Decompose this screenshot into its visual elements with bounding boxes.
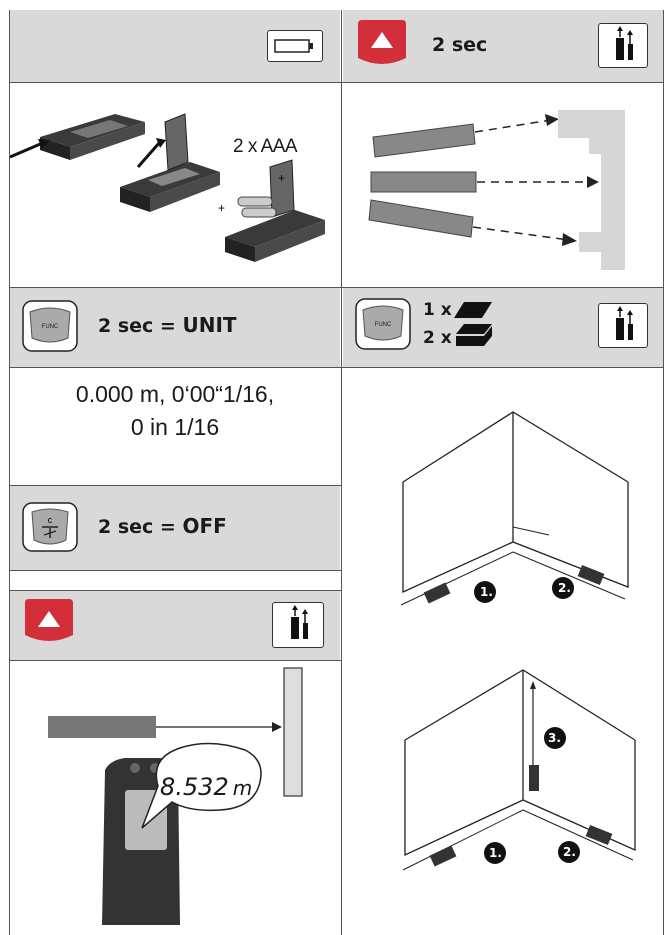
- unit-formats: 0.000 m, 0‘00“1/16, 0 in 1/16: [10, 378, 340, 444]
- single-plane-icon: [452, 298, 498, 326]
- reading-unit: m: [232, 776, 253, 800]
- reference-duration: 2 sec: [432, 34, 488, 56]
- left-frame: [9, 10, 10, 935]
- svg-text:c: c: [48, 515, 53, 525]
- unit-instruction: 2 sec = UNIT: [98, 313, 237, 337]
- svg-text:+: +: [278, 171, 285, 185]
- clear-off-key-icon: c: [22, 502, 78, 552]
- red-triangle-button-icon: [355, 18, 409, 68]
- column-divider: [341, 10, 342, 935]
- row-divider: [9, 82, 664, 83]
- reference-illustration: [343, 82, 663, 287]
- func-press-once: 1 x: [423, 300, 452, 320]
- battery-illustration: + +: [10, 82, 340, 287]
- battery-type-label: 2 x AAA: [233, 136, 298, 157]
- svg-text:FUNC: FUNC: [375, 322, 392, 328]
- off-instruction: 2 sec = OFF: [98, 514, 227, 538]
- volume-marker-2: 2.: [563, 845, 576, 859]
- reading-value: 8.532: [160, 773, 229, 801]
- stacked-planes-icon: [452, 322, 498, 352]
- unit-formats-line-1: 0.000 m, 0‘00“1/16,: [75, 381, 275, 407]
- red-triangle-button-icon: [22, 597, 76, 645]
- row-divider: [9, 287, 664, 288]
- unit-action: UNIT: [182, 313, 237, 337]
- device-orientation-icon: [598, 23, 648, 68]
- row-divider: [9, 485, 341, 486]
- measure-illustration: [10, 660, 340, 935]
- row-divider: [9, 570, 341, 571]
- func-key-icon: FUNC: [355, 298, 411, 350]
- device-orientation-icon: [598, 303, 648, 348]
- volume-marker-3: 3.: [548, 731, 561, 745]
- unit-duration: 2 sec: [98, 315, 154, 337]
- battery-icon: [267, 30, 323, 62]
- func-key-icon: FUNC: [22, 300, 78, 352]
- row-divider: [9, 660, 341, 661]
- unit-equals: =: [159, 315, 176, 337]
- row-divider: [9, 367, 664, 368]
- off-equals: =: [159, 516, 176, 538]
- svg-text:+: +: [218, 201, 225, 215]
- off-action: OFF: [182, 514, 227, 538]
- off-duration: 2 sec: [98, 516, 154, 538]
- area-room-illustration: [343, 367, 663, 627]
- right-frame: [663, 10, 664, 935]
- svg-text:FUNC: FUNC: [42, 324, 59, 330]
- unit-formats-line-2: 0 in 1/16: [130, 414, 220, 440]
- volume-room-illustration: [343, 655, 663, 935]
- volume-marker-1: 1.: [489, 846, 502, 860]
- func-press-twice: 2 x: [423, 328, 452, 348]
- device-orientation-icon: [272, 602, 324, 648]
- row-divider: [9, 590, 341, 591]
- area-marker-2: 2.: [558, 581, 571, 595]
- area-marker-1: 1.: [480, 585, 493, 599]
